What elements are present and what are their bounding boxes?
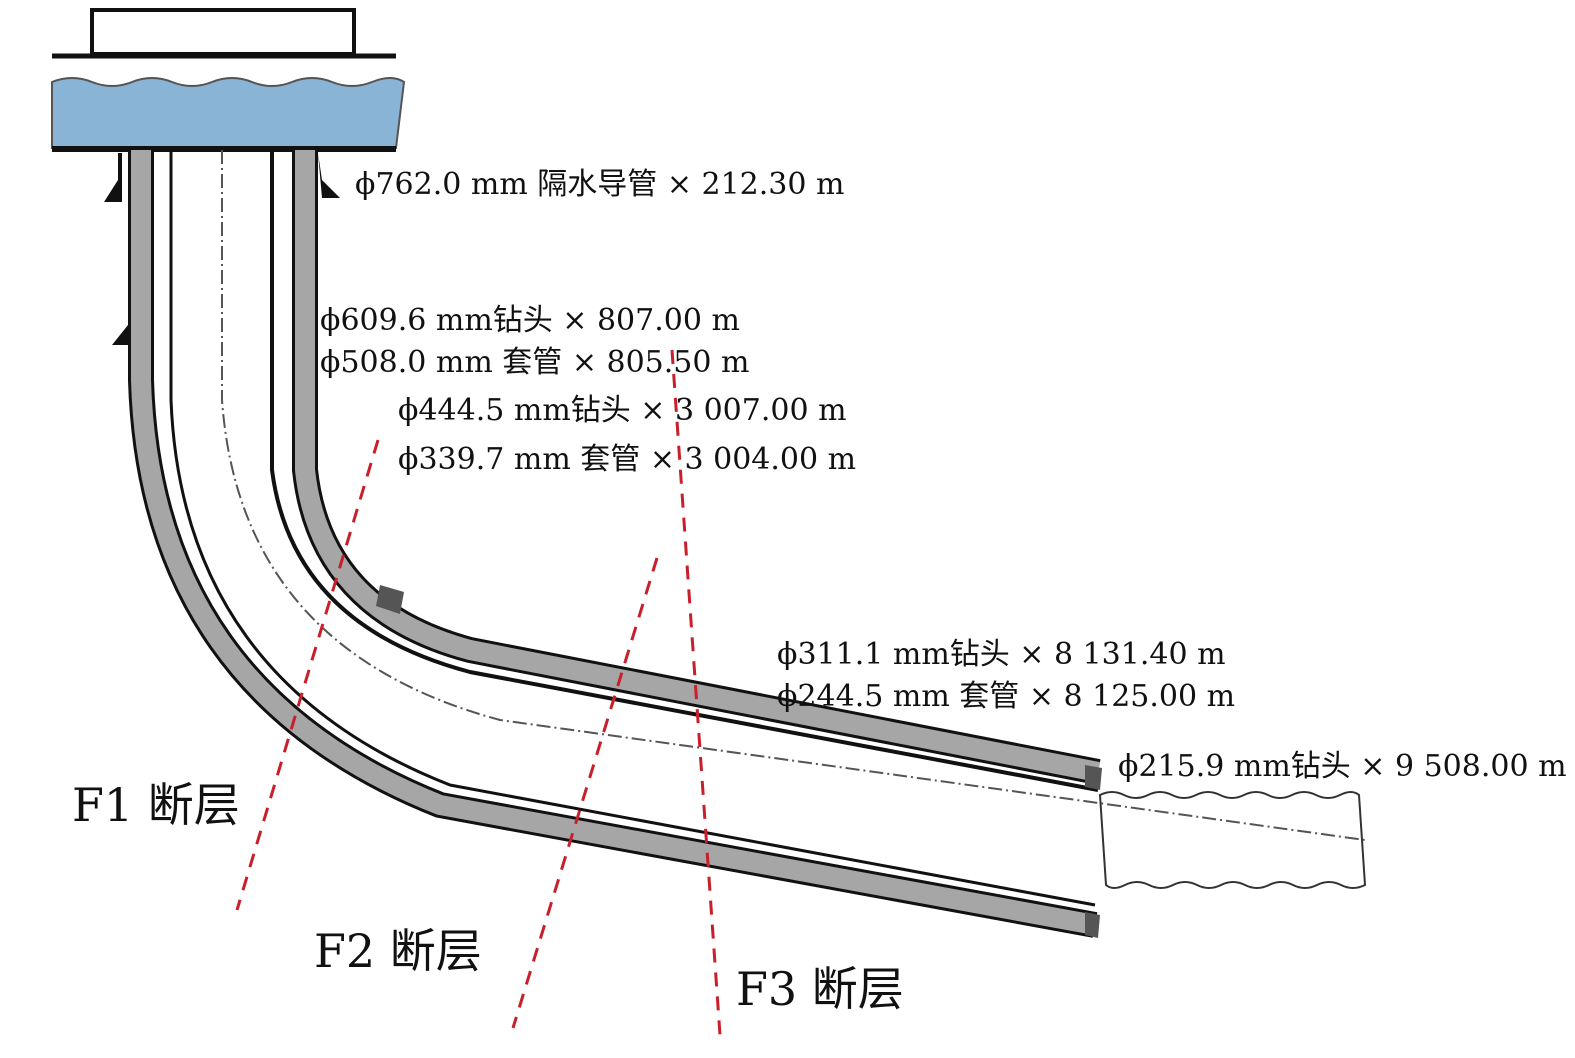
casing-shoe-left — [112, 325, 128, 345]
open-hole — [1098, 791, 1367, 889]
casing-outer-left — [128, 150, 1098, 938]
label-bit-311: ϕ311.1 mm钻头 × 8 131.40 m — [777, 637, 1226, 672]
fault-line-f1 — [235, 439, 380, 911]
sea-water — [51, 77, 406, 149]
label-riser: ϕ762.0 mm 隔水导管 × 212.30 m — [355, 167, 845, 202]
label-fault-f2: F2 断层 — [314, 924, 482, 978]
well-centerline — [221, 150, 1366, 841]
label-casing-244: ϕ244.5 mm 套管 × 8 125.00 m — [777, 679, 1236, 714]
riser-bracket-left — [104, 153, 122, 202]
fault-line-f2 — [511, 557, 659, 1029]
riser-bracket-right — [318, 153, 340, 198]
label-bit-444: ϕ444.5 mm钻头 × 3 007.00 m — [398, 393, 847, 428]
platform-deck — [90, 8, 356, 56]
label-bit-609: ϕ609.6 mm钻头 × 807.00 m — [320, 303, 740, 338]
casing-shoe-339 — [376, 585, 404, 614]
label-casing-508: ϕ508.0 mm 套管 × 805.50 m — [320, 345, 750, 380]
casing-inner-right — [270, 150, 1099, 792]
label-bit-215: ϕ215.9 mm钻头 × 9 508.00 m — [1118, 749, 1567, 784]
casing-shoe-244-bottom — [1085, 912, 1100, 938]
label-fault-f3: F3 断层 — [736, 962, 904, 1016]
fault-line-f3 — [670, 349, 722, 1036]
label-casing-339: ϕ339.7 mm 套管 × 3 004.00 m — [398, 442, 857, 477]
casing-shoe-244-top — [1085, 765, 1102, 790]
casing-inner-left — [169, 150, 1096, 907]
label-fault-f1: F1 断层 — [72, 778, 240, 832]
